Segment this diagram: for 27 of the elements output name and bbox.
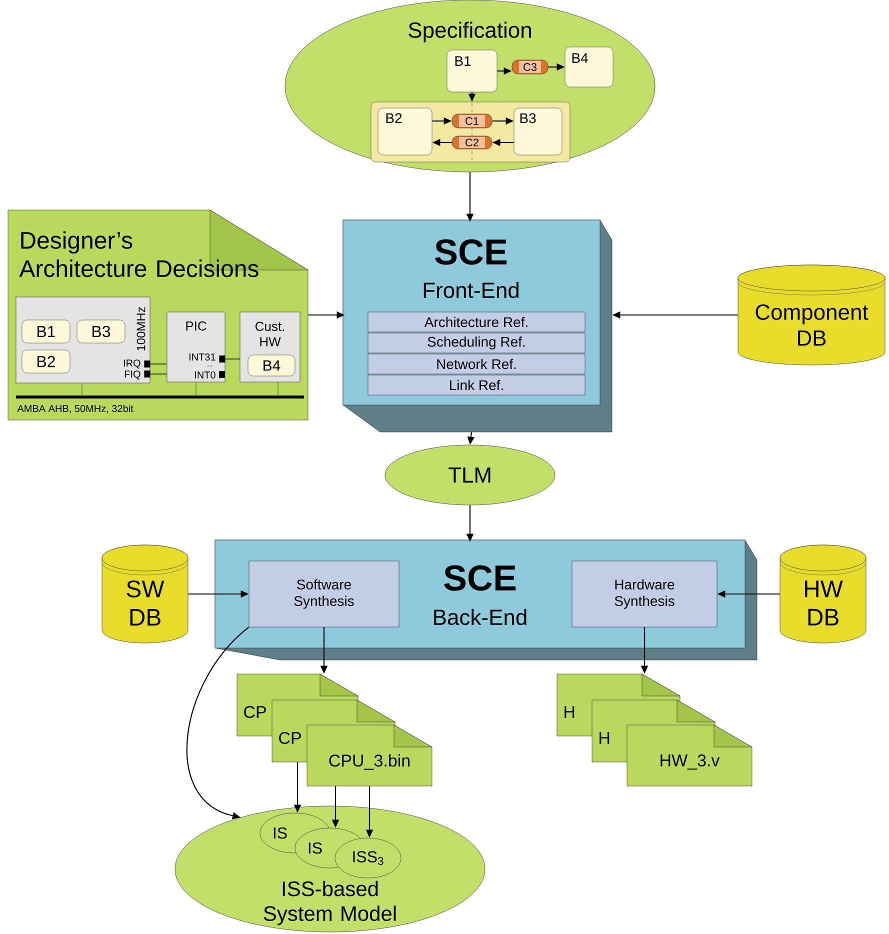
database-cylinder: SW DB — [102, 544, 188, 644]
layer-bar: Scheduling Ref. — [368, 332, 586, 354]
channel-capsule: C2 — [452, 136, 492, 150]
database-cylinder: HW DB — [780, 544, 866, 644]
file-document: CPU_3.bin — [306, 724, 432, 786]
block-box: B3 — [76, 320, 126, 344]
layer-bar: Architecture Ref. — [368, 312, 586, 332]
bus-label: AMBA AHB, 50MHz, 32bit — [17, 404, 134, 414]
connector-line — [219, 356, 240, 362]
connector-line — [144, 360, 168, 368]
process-box: Software Synthesis — [248, 560, 400, 628]
layer-bar: Network Ref. — [368, 354, 586, 374]
arrow — [186, 626, 250, 820]
process-box: Hardware Synthesis — [572, 560, 718, 628]
layer-bar: Link Ref. — [368, 374, 586, 396]
connector-line — [144, 370, 168, 378]
block-box: B2 — [378, 108, 432, 156]
channel-capsule: C3 — [512, 60, 548, 74]
block-box: B1 — [22, 320, 70, 344]
block-box: B1 — [446, 50, 498, 92]
channel-capsule: C1 — [452, 114, 492, 128]
block-box: B4 — [564, 46, 614, 88]
block-box: B3 — [514, 108, 562, 156]
database-cylinder: Component DB — [738, 264, 886, 366]
block-box: B4 — [248, 354, 296, 376]
block-box: B2 — [22, 350, 70, 374]
file-document: HW_3.v — [626, 724, 752, 786]
